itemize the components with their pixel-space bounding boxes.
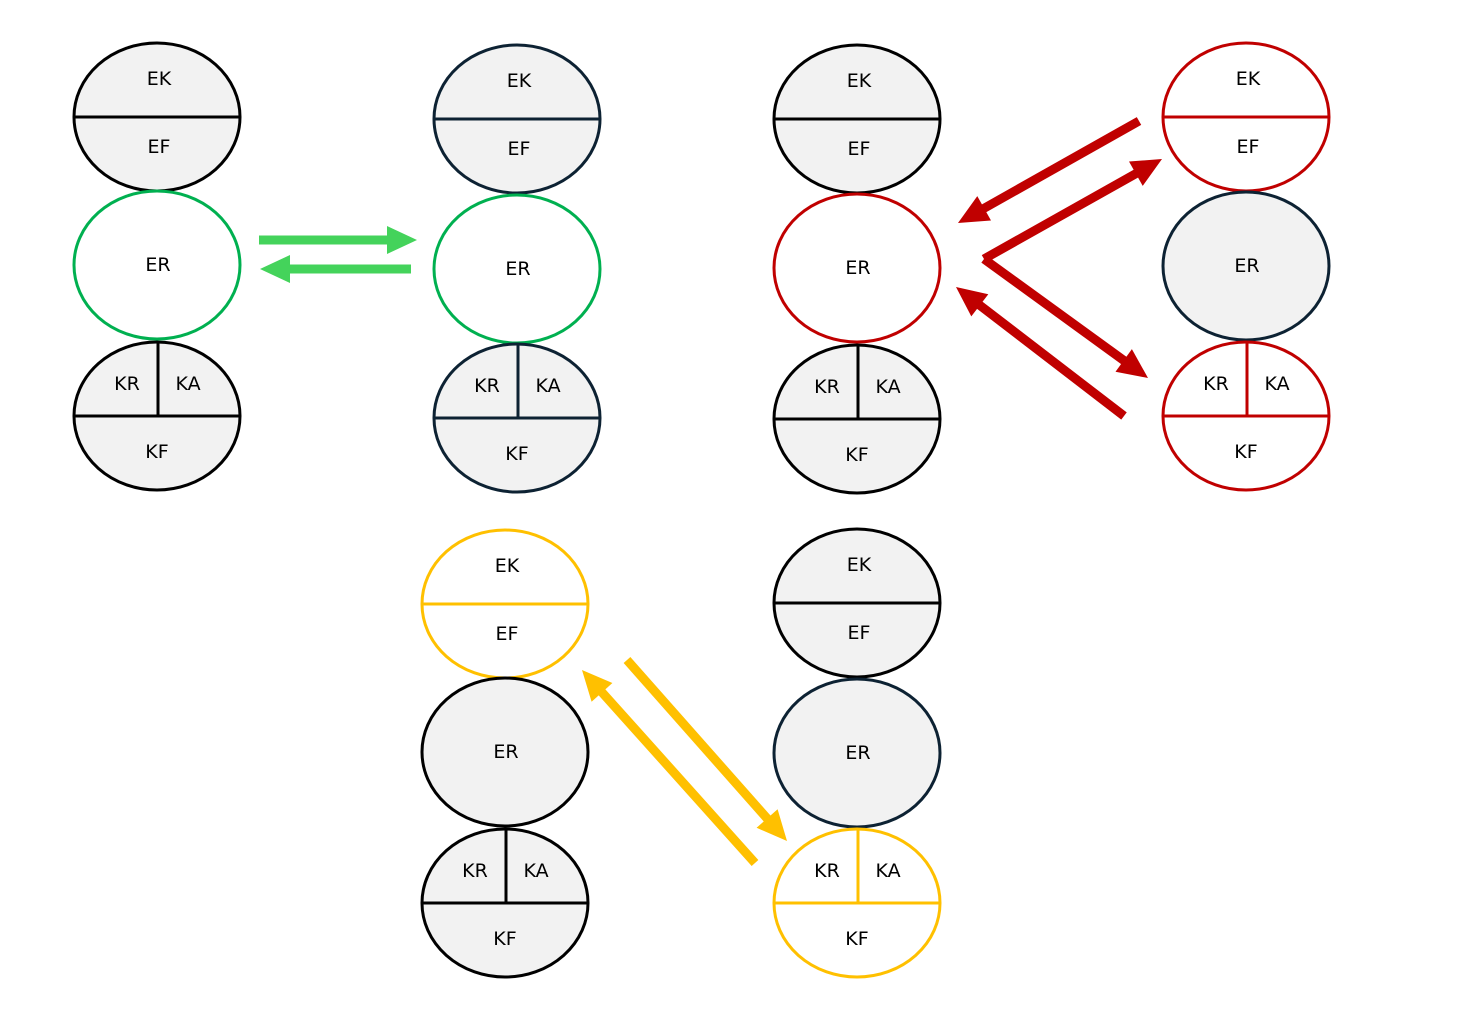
er-ellipse [1161, 190, 1331, 342]
er-label: ER [145, 254, 170, 276]
arrow-head [756, 809, 787, 841]
ka-label: KA [175, 373, 200, 395]
ef-label: EF [848, 138, 871, 160]
arrow-shaft [981, 255, 1128, 366]
stack-5: EK EF ER KR KA KF [420, 528, 590, 979]
arrow-shaft [975, 300, 1127, 420]
ef-label: EF [848, 622, 871, 644]
ek-label: EK [495, 555, 520, 577]
ek-ef-circle: EK EF [772, 527, 942, 679]
kr-ka-kf-circle: KR KA KF [1161, 340, 1331, 492]
er-label: ER [1234, 255, 1259, 277]
ef-label: EF [148, 136, 171, 158]
ek-label: EK [847, 70, 872, 92]
er-circle: ER [1161, 190, 1331, 342]
kr-ka-kf-circle: KR KA KF [432, 342, 602, 494]
arrow-yellow-down [623, 657, 787, 841]
er-circle: ER [432, 193, 602, 345]
ek-ef-circle: EK EF [772, 43, 942, 195]
kf-label: KF [1234, 441, 1257, 463]
arrow-shaft [597, 687, 759, 867]
arrow-head [1115, 349, 1148, 378]
er-label: ER [493, 741, 518, 763]
stack-6: EK EF ER KR KA KF [772, 527, 942, 979]
stack-4: EK EF ER KR KA KF [1161, 41, 1331, 492]
er-label: ER [845, 257, 870, 279]
arrow-head [958, 196, 991, 223]
arrow-head [956, 287, 989, 317]
arrow-red-to-er-bottom [956, 287, 1127, 420]
er-ellipse [772, 677, 942, 829]
er-circle: ER [420, 676, 590, 828]
ef-label: EF [1237, 136, 1260, 158]
kr-ka-kf-circle: KR KA KF [420, 827, 590, 979]
er-circle: ER [72, 189, 242, 341]
kr-ka-kf-circle: KR KA KF [772, 343, 942, 495]
er-ellipse [420, 676, 590, 828]
er-ellipse [772, 192, 942, 344]
ek-label: EK [847, 554, 872, 576]
arrow-green-left [260, 255, 411, 283]
arrow-shaft [623, 657, 772, 824]
arrow-head [260, 255, 290, 283]
stack-2: EK EF ER KR KA KF [432, 43, 602, 494]
ek-ef-circle: EK EF [420, 528, 590, 680]
kr-ka-kf-circle: KR KA KF [72, 340, 242, 492]
stack-1: EK EF ER KR KA KF [72, 41, 242, 492]
ek-label: EK [507, 70, 532, 92]
er-circle: ER [772, 677, 942, 829]
arrow-shaft [981, 168, 1140, 263]
kr-label: KR [814, 376, 840, 398]
ek-ef-circle: EK EF [432, 43, 602, 195]
er-label: ER [845, 742, 870, 764]
kf-label: KF [145, 441, 168, 463]
kr-label: KR [814, 860, 840, 882]
ka-label: KA [523, 860, 548, 882]
er-circle: ER [772, 192, 942, 344]
ek-label: EK [1236, 68, 1261, 90]
arrow-red-to-ek-ef [981, 159, 1162, 263]
ef-label: EF [508, 138, 531, 160]
ek-ef-circle: EK EF [1161, 41, 1331, 193]
ka-label: KA [875, 860, 900, 882]
kr-label: KR [1203, 373, 1229, 395]
kr-label: KR [474, 375, 500, 397]
ka-label: KA [535, 375, 560, 397]
kf-label: KF [845, 928, 868, 950]
arrow-red-to-er-top [958, 117, 1142, 223]
ef-label: EF [496, 623, 519, 645]
kf-label: KF [845, 444, 868, 466]
er-ellipse [72, 189, 242, 341]
arrow-head [1129, 159, 1162, 186]
kr-label: KR [114, 373, 140, 395]
arrow-green-right [259, 226, 417, 254]
arrow-yellow-up [582, 670, 759, 867]
arrow-red-to-kr-ka-kf [981, 255, 1148, 378]
ek-ef-circle: EK EF [72, 41, 242, 193]
arrow-shaft [980, 117, 1142, 214]
kr-label: KR [462, 860, 488, 882]
kf-label: KF [505, 443, 528, 465]
kf-label: KF [493, 928, 516, 950]
ek-label: EK [147, 68, 172, 90]
ka-label: KA [1264, 373, 1289, 395]
er-label: ER [505, 258, 530, 280]
arrow-head [582, 670, 613, 702]
ka-label: KA [875, 376, 900, 398]
arrow-head [387, 226, 417, 254]
kr-ka-kf-circle: KR KA KF [772, 827, 942, 979]
stack-3: EK EF ER KR KA KF [772, 43, 942, 495]
